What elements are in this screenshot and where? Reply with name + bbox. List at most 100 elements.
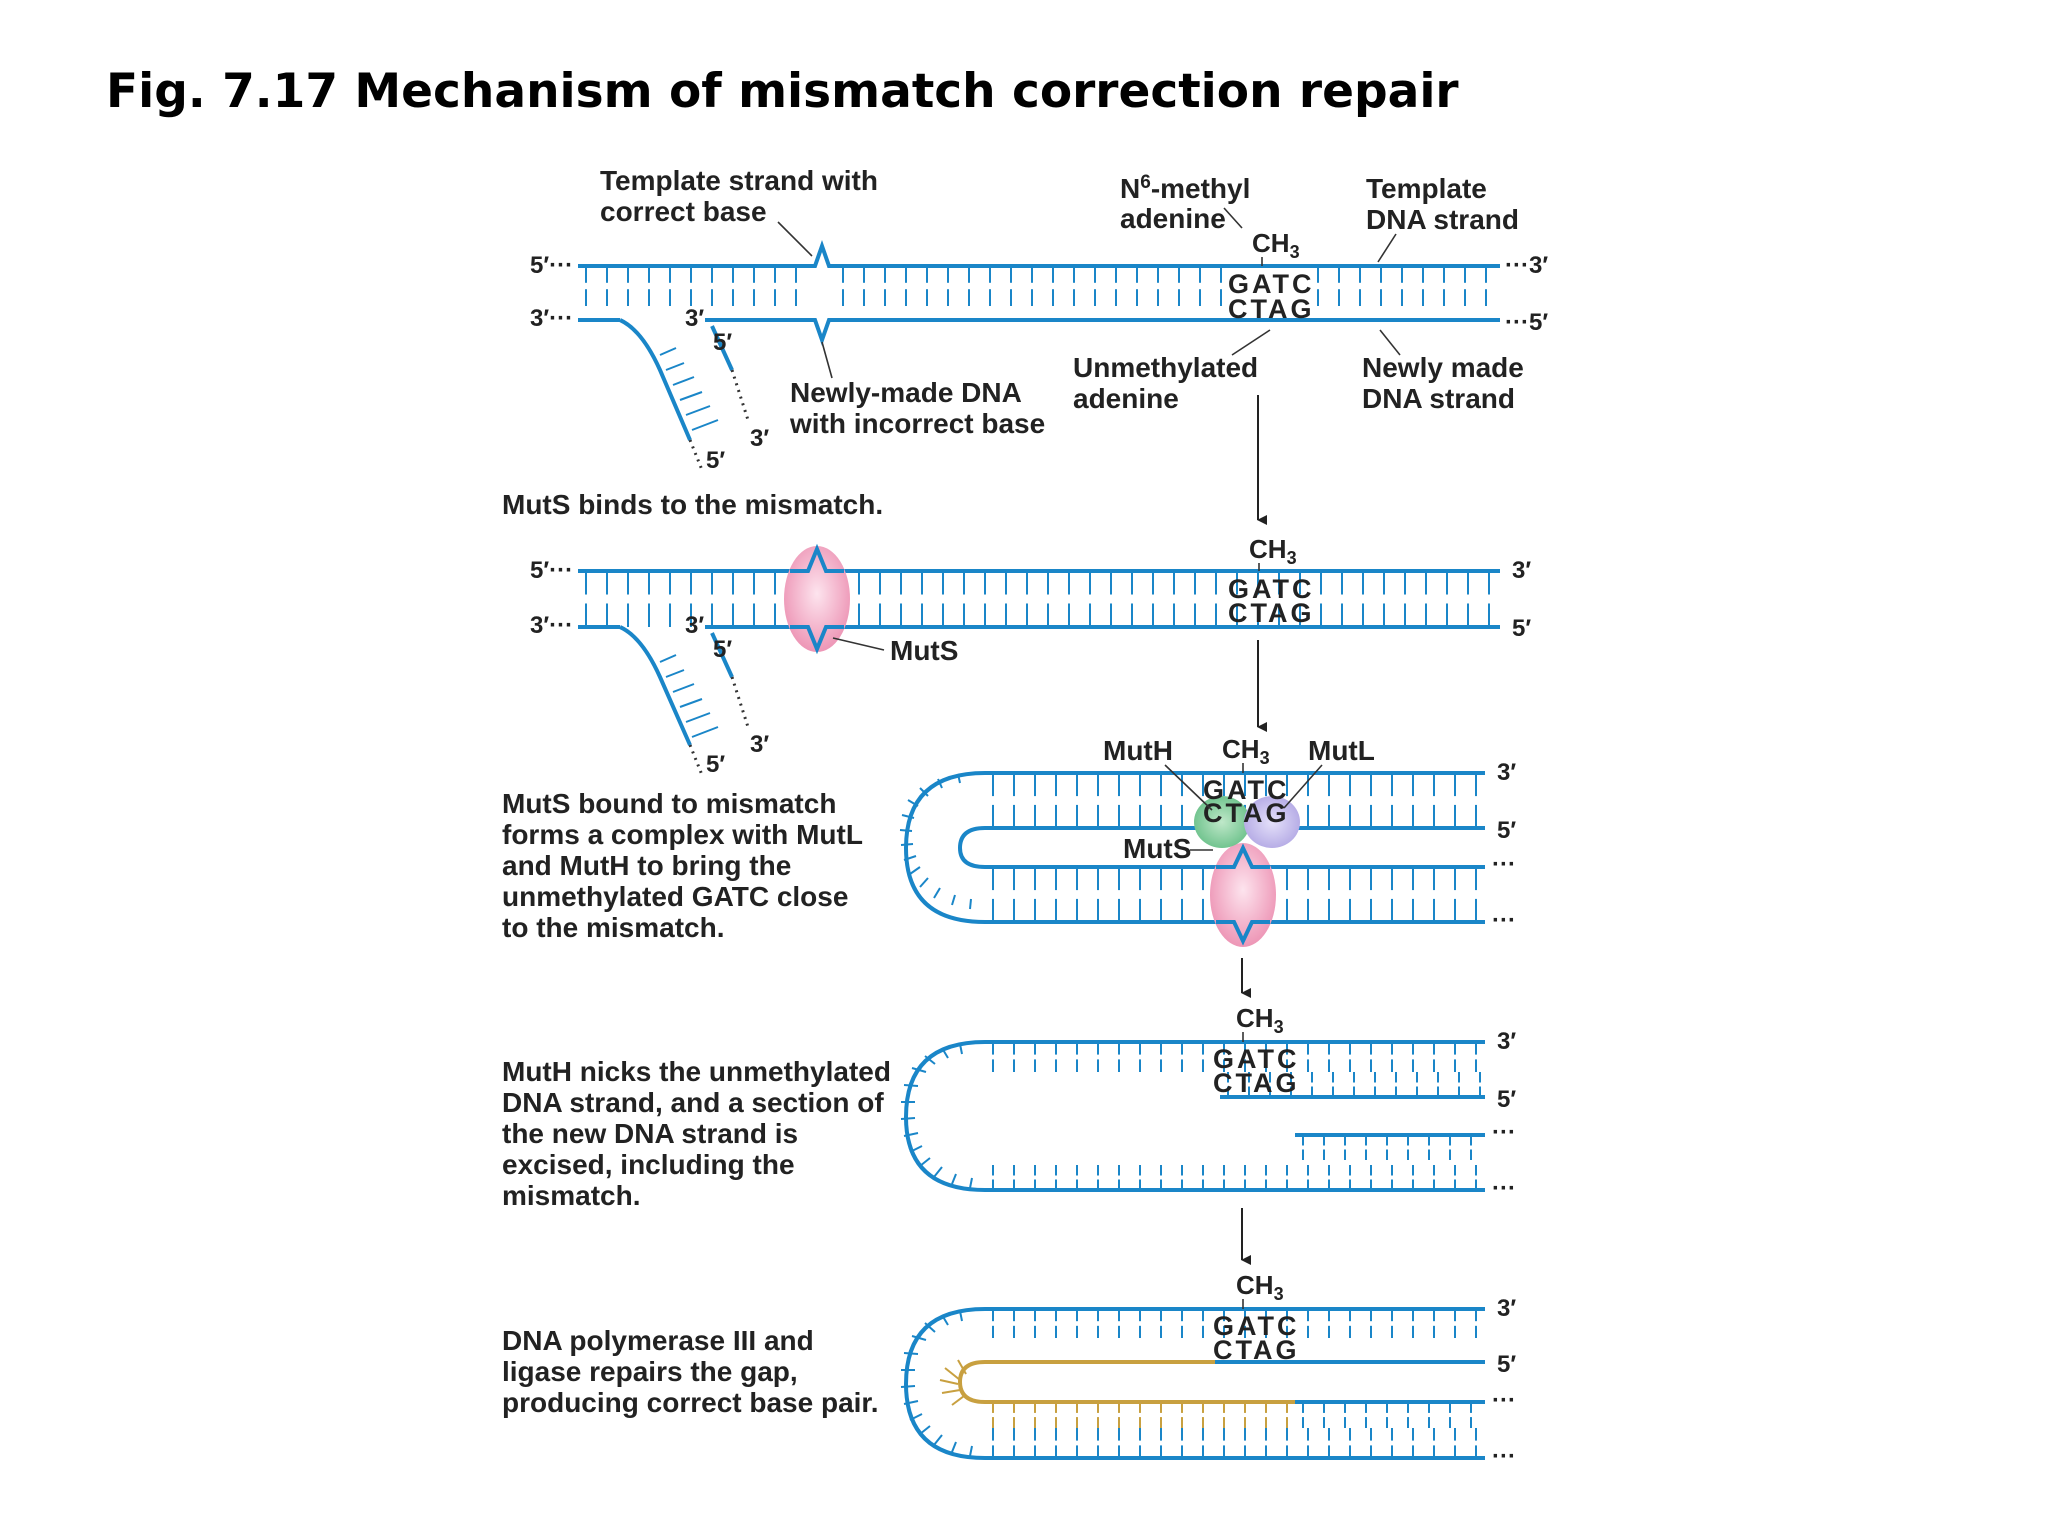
n6-methyl-adenine-label: N6-methyl [1120,172,1250,204]
ch3-label: CH3 [1249,534,1297,568]
mismatch-bulge-top [800,239,843,268]
n6-methyl-adenine-label: adenine [1120,203,1226,234]
step-2-caption: forms a complex with MutL [502,819,863,850]
muts-label: MutS [890,635,958,666]
end-label: 3′ [1497,1028,1516,1055]
base-pair-rungs [585,266,797,306]
unmethylated-adenine-label: Unmethylated [1073,352,1258,383]
figure-title: Fig. 7.17 Mechanism of mismatch correcti… [106,64,1459,119]
base-pair-rungs [1302,1135,1472,1160]
strand-continuation [730,676,750,728]
lagging-fragment [710,632,734,678]
end-label: 5′ [713,329,732,356]
muth-protein [1194,796,1250,848]
end-label: ··· [1492,1387,1516,1414]
template-strand-loop [903,1307,1485,1460]
newly-made-incorrect-label: Newly-made DNA [790,377,1022,408]
strand-continuation [688,744,704,776]
step-4-caption: ligase repairs the gap, [502,1356,798,1387]
end-label: 3′··· [530,305,573,332]
end-label: ··· [1492,1443,1516,1470]
panel-5-repair: DNA polymerase III and ligase repairs th… [502,1270,1516,1470]
mutl-protein [1244,796,1300,848]
base-pair-rungs [992,1428,1477,1458]
muts-label: MutS [1123,833,1191,864]
base-pair-rungs [992,1309,1477,1338]
strand-continuation [688,439,704,471]
base-pair-rungs [1317,266,1487,306]
panel-4-muth-nicks: MutH nicks the unmethylated DNA strand, … [502,1003,1516,1211]
repaired-new-dna [957,1360,1295,1404]
newly-made-strand-3-end [619,318,692,441]
mutl-label: MutL [1308,735,1375,766]
base-pair-rungs [585,571,1490,627]
template-correct-label: Template strand with [600,165,878,196]
step-2-caption: unmethylated GATC close [502,881,848,912]
end-label: 5′ [706,751,725,778]
end-label: ··· [1492,851,1516,878]
strand-continuation [730,369,750,421]
base-pair-rungs [1302,1402,1472,1428]
end-label: 5′ [1497,1351,1516,1378]
ch3-label: CH3 [1236,1003,1284,1037]
step-2-caption: to the mismatch. [502,912,724,943]
gatc-sequence: GATC [1228,269,1315,299]
dna-loop-rungs [900,1043,973,1189]
base-pair-rungs [992,867,1477,922]
step-3-caption: DNA strand, and a section of [502,1087,884,1118]
end-label: ··· [1492,1175,1516,1202]
muts-protein [784,546,850,652]
panel-2-muts-binds: MutS binds to the mismatch. 5′··· 3′··· … [502,489,1531,778]
end-label: 3′ [750,731,769,758]
step-2-caption: and MutH to bring the [502,850,791,881]
ch3-label: CH3 [1236,1270,1284,1304]
ctag-sequence: CTAG [1228,598,1315,628]
end-label: 5′ [1497,1086,1516,1113]
new-dna-loop-rungs [939,1359,967,1406]
ctag-sequence: CTAG [1213,1068,1300,1098]
muth-label: MutH [1103,735,1173,766]
step-2-caption: MutS bound to mismatch [502,788,836,819]
template-strand-loop [903,1040,1485,1192]
end-label: ··· [1492,907,1516,934]
end-label: 3′ [685,305,704,332]
mismatch-bulge-bottom [1216,920,1270,946]
newly-made-strand-3-end [619,625,692,746]
end-label: 5′ [1512,615,1531,642]
ch3-label: CH3 [1252,228,1300,262]
base-pair-rungs [992,1165,1477,1190]
unmethylated-adenine-label: adenine [1073,383,1179,414]
gatc-sequence: GATC [1213,1311,1300,1341]
base-pair-rungs [992,1402,1288,1428]
end-label: 3′ [1512,557,1531,584]
panel-1-initial-duplex: 5′··· 3′··· 3′ 5′ 3′ 5′ ···3′ ···5′ CH3 … [530,165,1548,474]
ctag-sequence: CTAG [1213,1335,1300,1365]
mismatch-bulge-bottom [800,318,843,347]
step-1-caption: MutS binds to the mismatch. [502,489,883,520]
end-label: 5′ [713,636,732,663]
newly-made-incorrect-label: with incorrect base [789,408,1045,439]
ch3-label: CH3 [1222,734,1270,768]
end-label: 3′ [750,425,769,452]
lagging-fragment [710,325,734,371]
step-4-caption: producing correct base pair. [502,1387,879,1418]
gatc-sequence: GATC [1213,1044,1300,1074]
step-3-caption: MutH nicks the unmethylated [502,1056,891,1087]
muts-protein [1210,843,1276,947]
newly-made-dna-strand-label: Newly made [1362,352,1524,383]
end-label: ··· [1492,1119,1516,1146]
gatc-sequence: GATC [1203,775,1290,805]
step-4-caption: DNA polymerase III and [502,1325,814,1356]
ctag-sequence: CTAG [1203,798,1290,828]
newly-made-dna-strand-label: DNA strand [1362,383,1515,414]
step-3-caption: excised, including the [502,1149,795,1180]
template-dna-strand-label: DNA strand [1366,204,1519,235]
mismatch-bulge-top [790,543,844,573]
end-label: 5′··· [530,557,573,584]
base-pair-rungs [992,1042,1477,1072]
gatc-sequence: GATC [1228,574,1315,604]
end-label: ···5′ [1505,309,1548,336]
end-label: 3′ [1497,1295,1516,1322]
end-label: ···3′ [1505,252,1548,279]
template-correct-label: correct base [600,196,767,227]
